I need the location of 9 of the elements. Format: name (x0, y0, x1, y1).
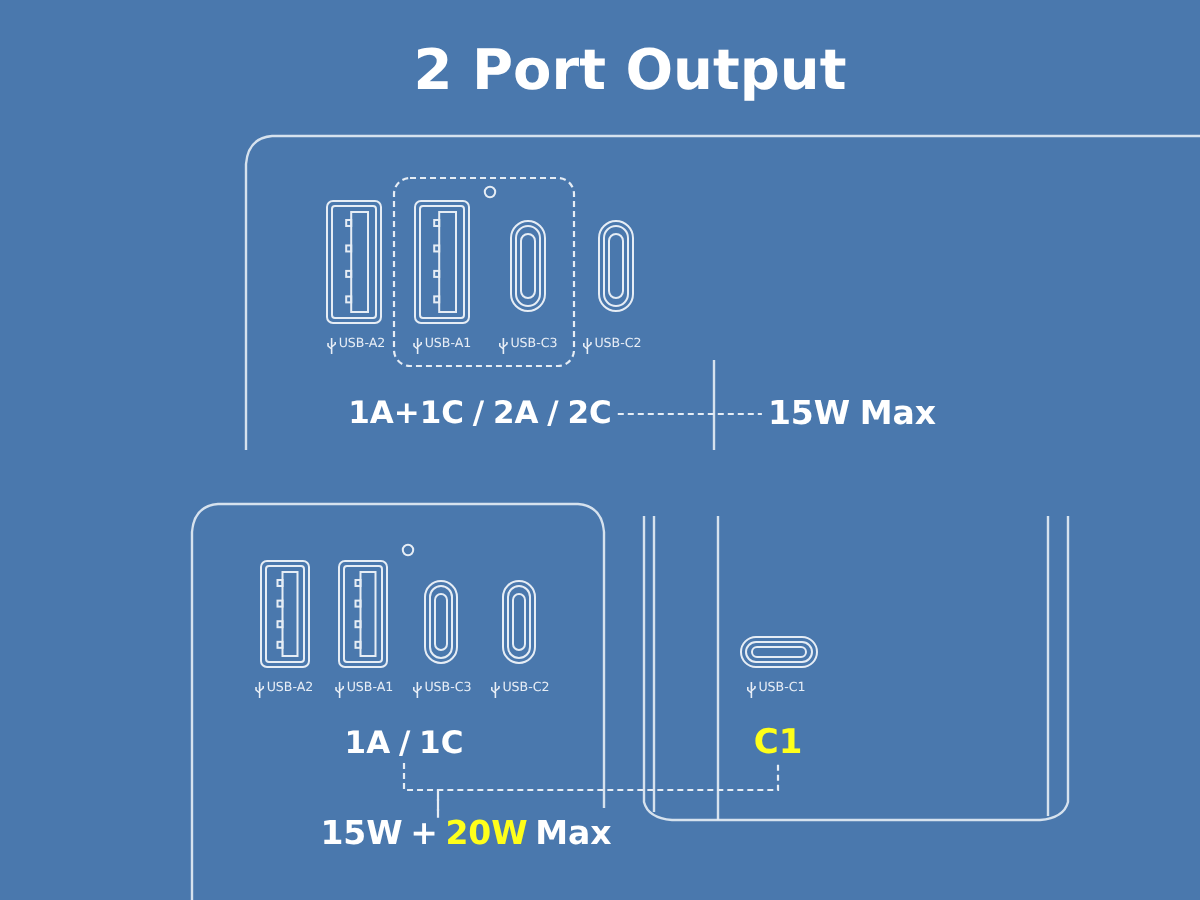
dashed-line (402, 763, 440, 818)
dashed-line (436, 764, 780, 818)
dashed-line (617, 412, 762, 416)
port-name-label: C1 (753, 725, 803, 763)
port-combination-label: 1A+1C / 2A / 2C (348, 396, 612, 432)
power-label: 15W Max (767, 395, 937, 433)
title: 2 Port Output (413, 41, 847, 103)
port-combination-label: 1A / 1C (344, 726, 464, 762)
power-label: 15W + 20W Max (320, 815, 612, 853)
